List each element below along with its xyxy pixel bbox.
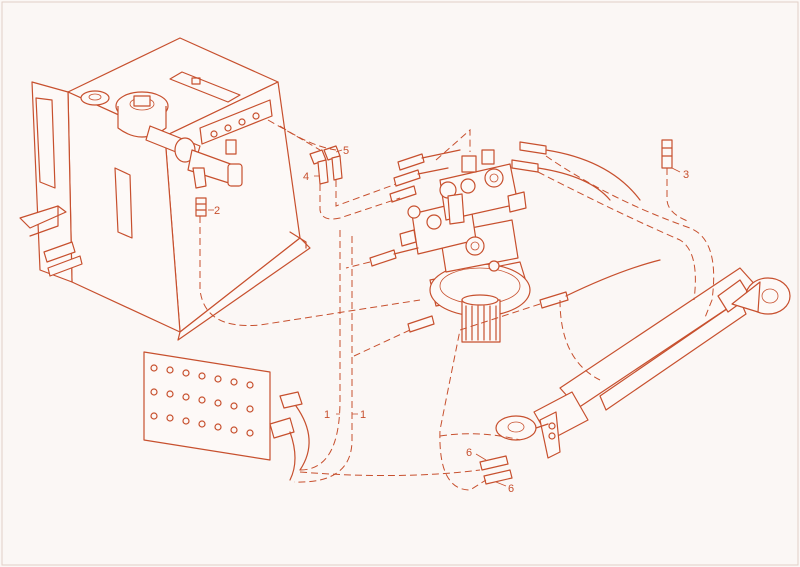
leader-lines — [208, 149, 681, 487]
hydraulic-cylinder — [495, 267, 791, 459]
callout-1-left: 1 — [324, 409, 330, 421]
hose-routes-dashed — [199, 119, 715, 491]
callout-4: 4 — [303, 171, 309, 183]
manifold-block — [143, 351, 271, 461]
hose-fittings — [195, 139, 673, 485]
callout-6-lower: 6 — [508, 483, 514, 495]
hydraulic-tank — [19, 37, 311, 341]
callout-labels: 1 1 2 3 4 5 6 6 — [214, 145, 689, 495]
hoses — [289, 149, 661, 481]
callout-3: 3 — [683, 169, 689, 181]
callout-1-right: 1 — [360, 409, 366, 421]
callout-2: 2 — [214, 205, 220, 217]
swing-motor-assembly — [399, 149, 531, 343]
callout-6-upper: 6 — [466, 447, 472, 459]
callout-5: 5 — [343, 145, 349, 157]
